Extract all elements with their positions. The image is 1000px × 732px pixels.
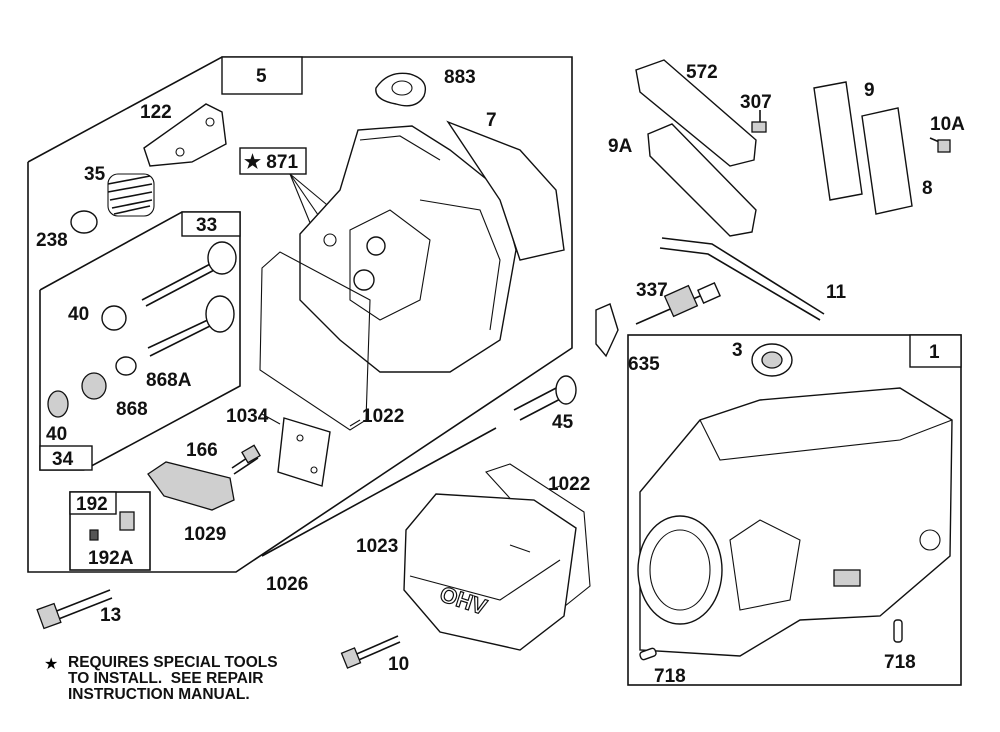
part-635-terminal [595, 303, 619, 358]
note-line-2: TO INSTALL. SEE REPAIR [68, 670, 264, 687]
label-238: 238 [36, 230, 68, 251]
note-line-3: INSTRUCTION MANUAL. [68, 686, 250, 703]
label-868: 868 [116, 399, 148, 420]
label-45: 45 [552, 412, 574, 433]
label-13: 13 [100, 605, 121, 626]
label-1026: 1026 [266, 574, 308, 595]
part-1029-rocker-arm [147, 461, 235, 511]
box-192-label: 192 [76, 494, 108, 515]
label-337: 337 [636, 280, 668, 301]
label-9A: 9A [608, 136, 633, 157]
label-192A: 192A [88, 548, 134, 569]
part-192-nut [119, 511, 135, 531]
label-40-lower: 40 [46, 424, 67, 445]
label-1023: 1023 [356, 536, 398, 557]
part-11-tube [661, 237, 825, 315]
part-1022-gasket-upper [259, 251, 371, 431]
part-868A-washer [115, 356, 137, 376]
label-1034: 1034 [226, 406, 269, 427]
leader-lines [261, 413, 561, 553]
part-40-seal-lower [47, 390, 69, 418]
label-3: 3 [732, 340, 743, 361]
special-tools-note: REQUIRES SPECIAL TOOLS TO INSTALL. SEE R… [68, 655, 368, 703]
valve-assembly-outline: 33 34 [39, 211, 241, 471]
note-line-1: REQUIRES SPECIAL TOOLS [68, 654, 278, 671]
part-718-dowel-right [893, 619, 903, 643]
label-122: 122 [140, 102, 172, 123]
part-10A-screw [929, 137, 951, 153]
box-1-label: 1 [929, 342, 940, 363]
box-5-label: 5 [256, 66, 267, 87]
label-7: 7 [486, 110, 497, 131]
part-1023-valve-cover: OHV [403, 493, 577, 651]
part-718-dowel-left [639, 647, 657, 661]
box-33-frame [181, 211, 241, 237]
box-5-frame [221, 56, 303, 95]
part-labels: 883 122 7 35 238 40 868A 868 40 1034 102… [36, 62, 965, 687]
part-238-cap [70, 210, 98, 234]
part-307-screw [751, 110, 767, 133]
box-871-label: ★ 871 [244, 152, 298, 173]
label-635: 635 [628, 354, 660, 375]
label-9: 9 [864, 80, 875, 101]
part-1034-plate [277, 417, 331, 487]
cylinder-head-assembly-outline: 5 [27, 56, 573, 573]
part-engine-block [637, 387, 953, 657]
part-572-gasket [635, 59, 757, 167]
part-13-bolt [36, 589, 113, 630]
part-166-stud [231, 444, 261, 475]
part-9-gasket [813, 81, 863, 201]
part-883-gasket [375, 72, 427, 107]
part-valve-lower [147, 295, 235, 357]
part-337-spark-plug [635, 282, 721, 325]
part-35-spring [107, 173, 155, 217]
part-valve-upper [141, 241, 237, 307]
part-7-gasket [446, 120, 565, 261]
box-1-outline: 1 [627, 334, 962, 686]
label-40-upper: 40 [68, 304, 89, 325]
part-45-lifter [513, 375, 577, 421]
part-868-retainer [81, 372, 107, 400]
label-883: 883 [444, 67, 476, 88]
box-34-frame [39, 445, 93, 471]
label-718-right: 718 [884, 652, 916, 673]
box-192-outline: 192 [69, 491, 151, 571]
label-11: 11 [826, 282, 847, 303]
label-1022-upper: 1022 [362, 406, 404, 427]
part-cylinder-head [299, 125, 517, 373]
part-9A-gasket [647, 123, 757, 237]
label-307: 307 [740, 92, 772, 113]
box-871-callout: ★ 871 [239, 147, 375, 277]
label-10A: 10A [930, 114, 965, 135]
part-40-seal-upper [101, 305, 127, 331]
label-8: 8 [922, 178, 933, 199]
box-33-label: 33 [196, 215, 217, 236]
label-718-left: 718 [654, 666, 686, 687]
label-35: 35 [84, 164, 106, 185]
label-572: 572 [686, 62, 718, 83]
part-1026-pushrod [261, 427, 497, 557]
label-1029: 1029 [184, 524, 226, 545]
part-3-oil-seal [751, 343, 793, 377]
part-122-bracket [143, 103, 227, 167]
star-note-icon: ★ [44, 654, 59, 673]
part-10-bolt [340, 635, 401, 669]
box-34-label: 34 [52, 449, 74, 470]
part-8-cover [861, 107, 913, 215]
label-1022-lower: 1022 [548, 474, 590, 495]
label-166: 166 [186, 440, 218, 461]
label-868A: 868A [146, 370, 192, 391]
part-192A-screw [89, 529, 99, 541]
label-10: 10 [388, 654, 409, 675]
